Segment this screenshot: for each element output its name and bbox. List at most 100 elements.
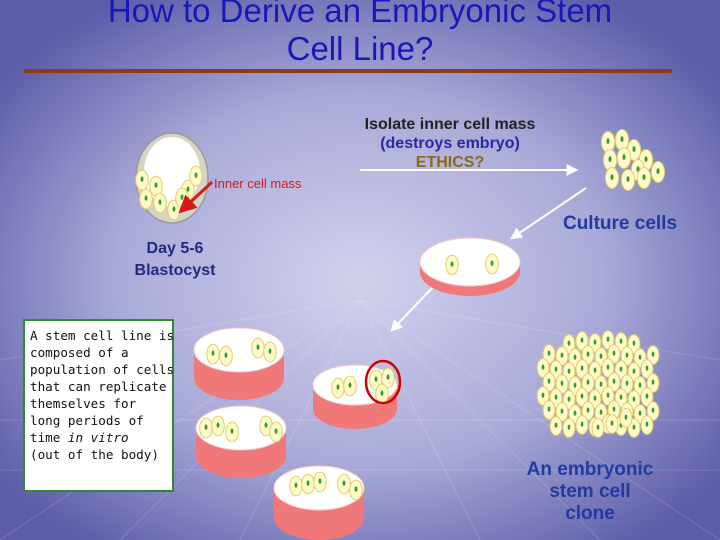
cell (600, 131, 616, 153)
cell (263, 341, 277, 363)
info-line-prefix: time (30, 430, 68, 445)
title-line-2: Cell Line? (286, 30, 434, 67)
cell (575, 359, 589, 379)
culture-dish (419, 237, 521, 296)
cell (650, 161, 666, 183)
cell (542, 372, 556, 392)
cell (139, 188, 153, 210)
isolated-cell-cluster (600, 129, 666, 191)
plate-arrow (390, 285, 435, 332)
selected-colony-circle (364, 359, 402, 405)
cell (555, 402, 569, 422)
stem-cell-line-definition-box: A stem cell line is composed of a popula… (23, 319, 174, 492)
info-line: A stem cell line is (30, 328, 175, 343)
clone-label-line-2: stem cell (549, 481, 631, 502)
cell (640, 415, 654, 435)
cell (620, 374, 634, 394)
cell (619, 408, 633, 428)
culture-dish (193, 327, 285, 400)
cell (620, 169, 636, 191)
blastocyst-label-name: Blastocyst (134, 262, 216, 279)
cell (555, 346, 569, 366)
clone-label-line-1: An embryonic (526, 459, 654, 480)
blastocyst-label-day: Day 5-6 (146, 240, 204, 257)
cell (581, 401, 595, 421)
cell (555, 374, 569, 394)
cell (211, 415, 225, 437)
cell (549, 416, 563, 436)
culture-dish (195, 405, 287, 478)
cell (542, 344, 556, 364)
stem-cell-clone-cluster (536, 330, 660, 438)
inner-cell-mass-label: Inner cell mass (214, 176, 302, 191)
cell (575, 387, 589, 407)
cell (289, 475, 303, 497)
info-line: population of cells (30, 362, 175, 377)
cell (562, 418, 576, 438)
title-rule (24, 69, 672, 73)
stem-cell-clone-label: An embryonic stem cell clone (490, 459, 690, 525)
cell (485, 253, 499, 275)
cell (607, 344, 621, 364)
culture-arrow (510, 187, 587, 240)
culture-dish (273, 465, 365, 540)
slide-title: How to Derive an Embryonic Stem Cell Lin… (0, 0, 720, 68)
cell (581, 373, 595, 393)
cell (601, 358, 615, 378)
cell (331, 377, 345, 399)
cell (219, 345, 233, 367)
cell (604, 167, 620, 189)
cell (343, 375, 357, 397)
cell (135, 169, 149, 191)
title-line-1: How to Derive an Embryonic Stem (107, 0, 613, 29)
culture-dishes (193, 237, 521, 540)
cell (646, 401, 660, 421)
info-line: composed of a (30, 345, 129, 360)
cell (225, 421, 239, 443)
cell (269, 421, 283, 443)
cell (616, 147, 632, 169)
cell (581, 345, 595, 365)
cell (575, 415, 589, 435)
cell (301, 473, 315, 495)
clone-label-line-3: clone (565, 503, 615, 524)
cell (601, 386, 615, 406)
cell (542, 400, 556, 420)
cell (189, 165, 203, 187)
cell (313, 471, 327, 493)
isolate-step-label: Isolate inner cell mass (364, 116, 536, 133)
info-line: themselves for (30, 396, 137, 411)
cell (153, 192, 167, 214)
cell (206, 343, 220, 365)
inner-cell-mass-arrow (178, 180, 214, 214)
cell (602, 149, 618, 171)
cell (349, 479, 363, 501)
cell (620, 346, 634, 366)
cell (337, 473, 351, 495)
cell (640, 387, 654, 407)
cell (445, 254, 459, 276)
cell (605, 414, 619, 434)
cell (251, 337, 265, 359)
cell (536, 358, 550, 378)
cell (199, 417, 213, 439)
destroys-embryo-label: (destroys embryo) (380, 135, 520, 152)
cell (601, 330, 615, 350)
cell (636, 167, 652, 189)
cell (607, 372, 621, 392)
cell (381, 367, 395, 389)
culture-cells-label: Culture cells (562, 213, 678, 234)
blastocyst-label: Day 5-6 Blastocyst (100, 238, 250, 282)
in-vitro-text: in vitro (67, 430, 129, 445)
info-line: that can replicate (30, 379, 167, 394)
cell (536, 386, 550, 406)
cell (591, 418, 605, 438)
cell (646, 345, 660, 365)
cell (575, 331, 589, 351)
cell (149, 175, 163, 197)
info-line: time in vitro (30, 429, 168, 446)
ethics-label: ETHICS? (415, 154, 485, 171)
culture-dish (312, 364, 398, 429)
cell (640, 359, 654, 379)
